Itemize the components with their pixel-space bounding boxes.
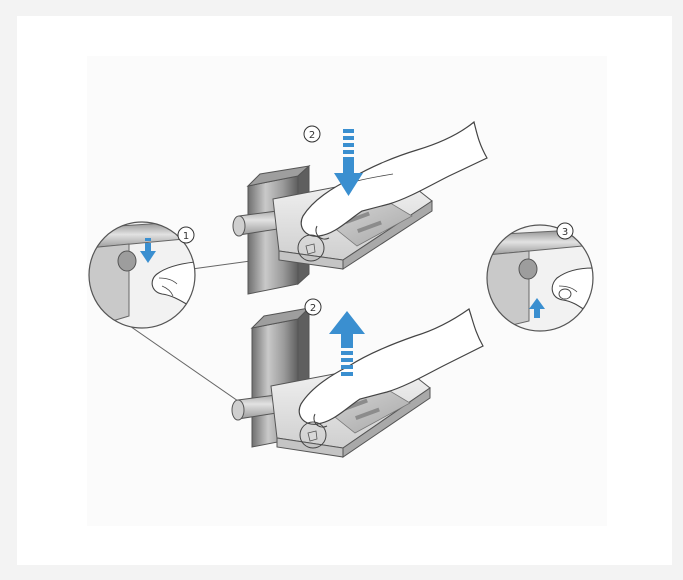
highlight-circle [299, 421, 327, 449]
step-number: 2 [310, 303, 316, 314]
top-assembly: 2 [232, 120, 488, 295]
arrow-down-icon [334, 129, 363, 196]
mounting-instructions-diagram: 2 2 [87, 56, 607, 526]
highlight-circle [297, 234, 325, 262]
step-number: 2 [309, 130, 315, 141]
arrow-up-icon [329, 311, 365, 376]
bottom-assembly: 2 [231, 298, 484, 458]
zoom-detail-1: 1 [88, 221, 196, 329]
arrow-down-icon [140, 238, 156, 263]
illustration-panel: 2 2 [17, 16, 672, 565]
zoom-detail-3: 3 [486, 222, 594, 332]
zoom-circle-outline [486, 224, 594, 332]
step-marker: 1 [177, 226, 195, 244]
step-marker: 2 [303, 125, 321, 143]
zoom-circle-outline [88, 221, 196, 329]
arrow-up-icon [529, 298, 545, 318]
step-number: 1 [183, 231, 189, 242]
step-marker: 3 [556, 222, 574, 240]
step-number: 3 [562, 227, 568, 238]
hand-bottom [298, 308, 484, 425]
step-marker: 2 [304, 298, 322, 316]
hand-top [300, 120, 488, 237]
